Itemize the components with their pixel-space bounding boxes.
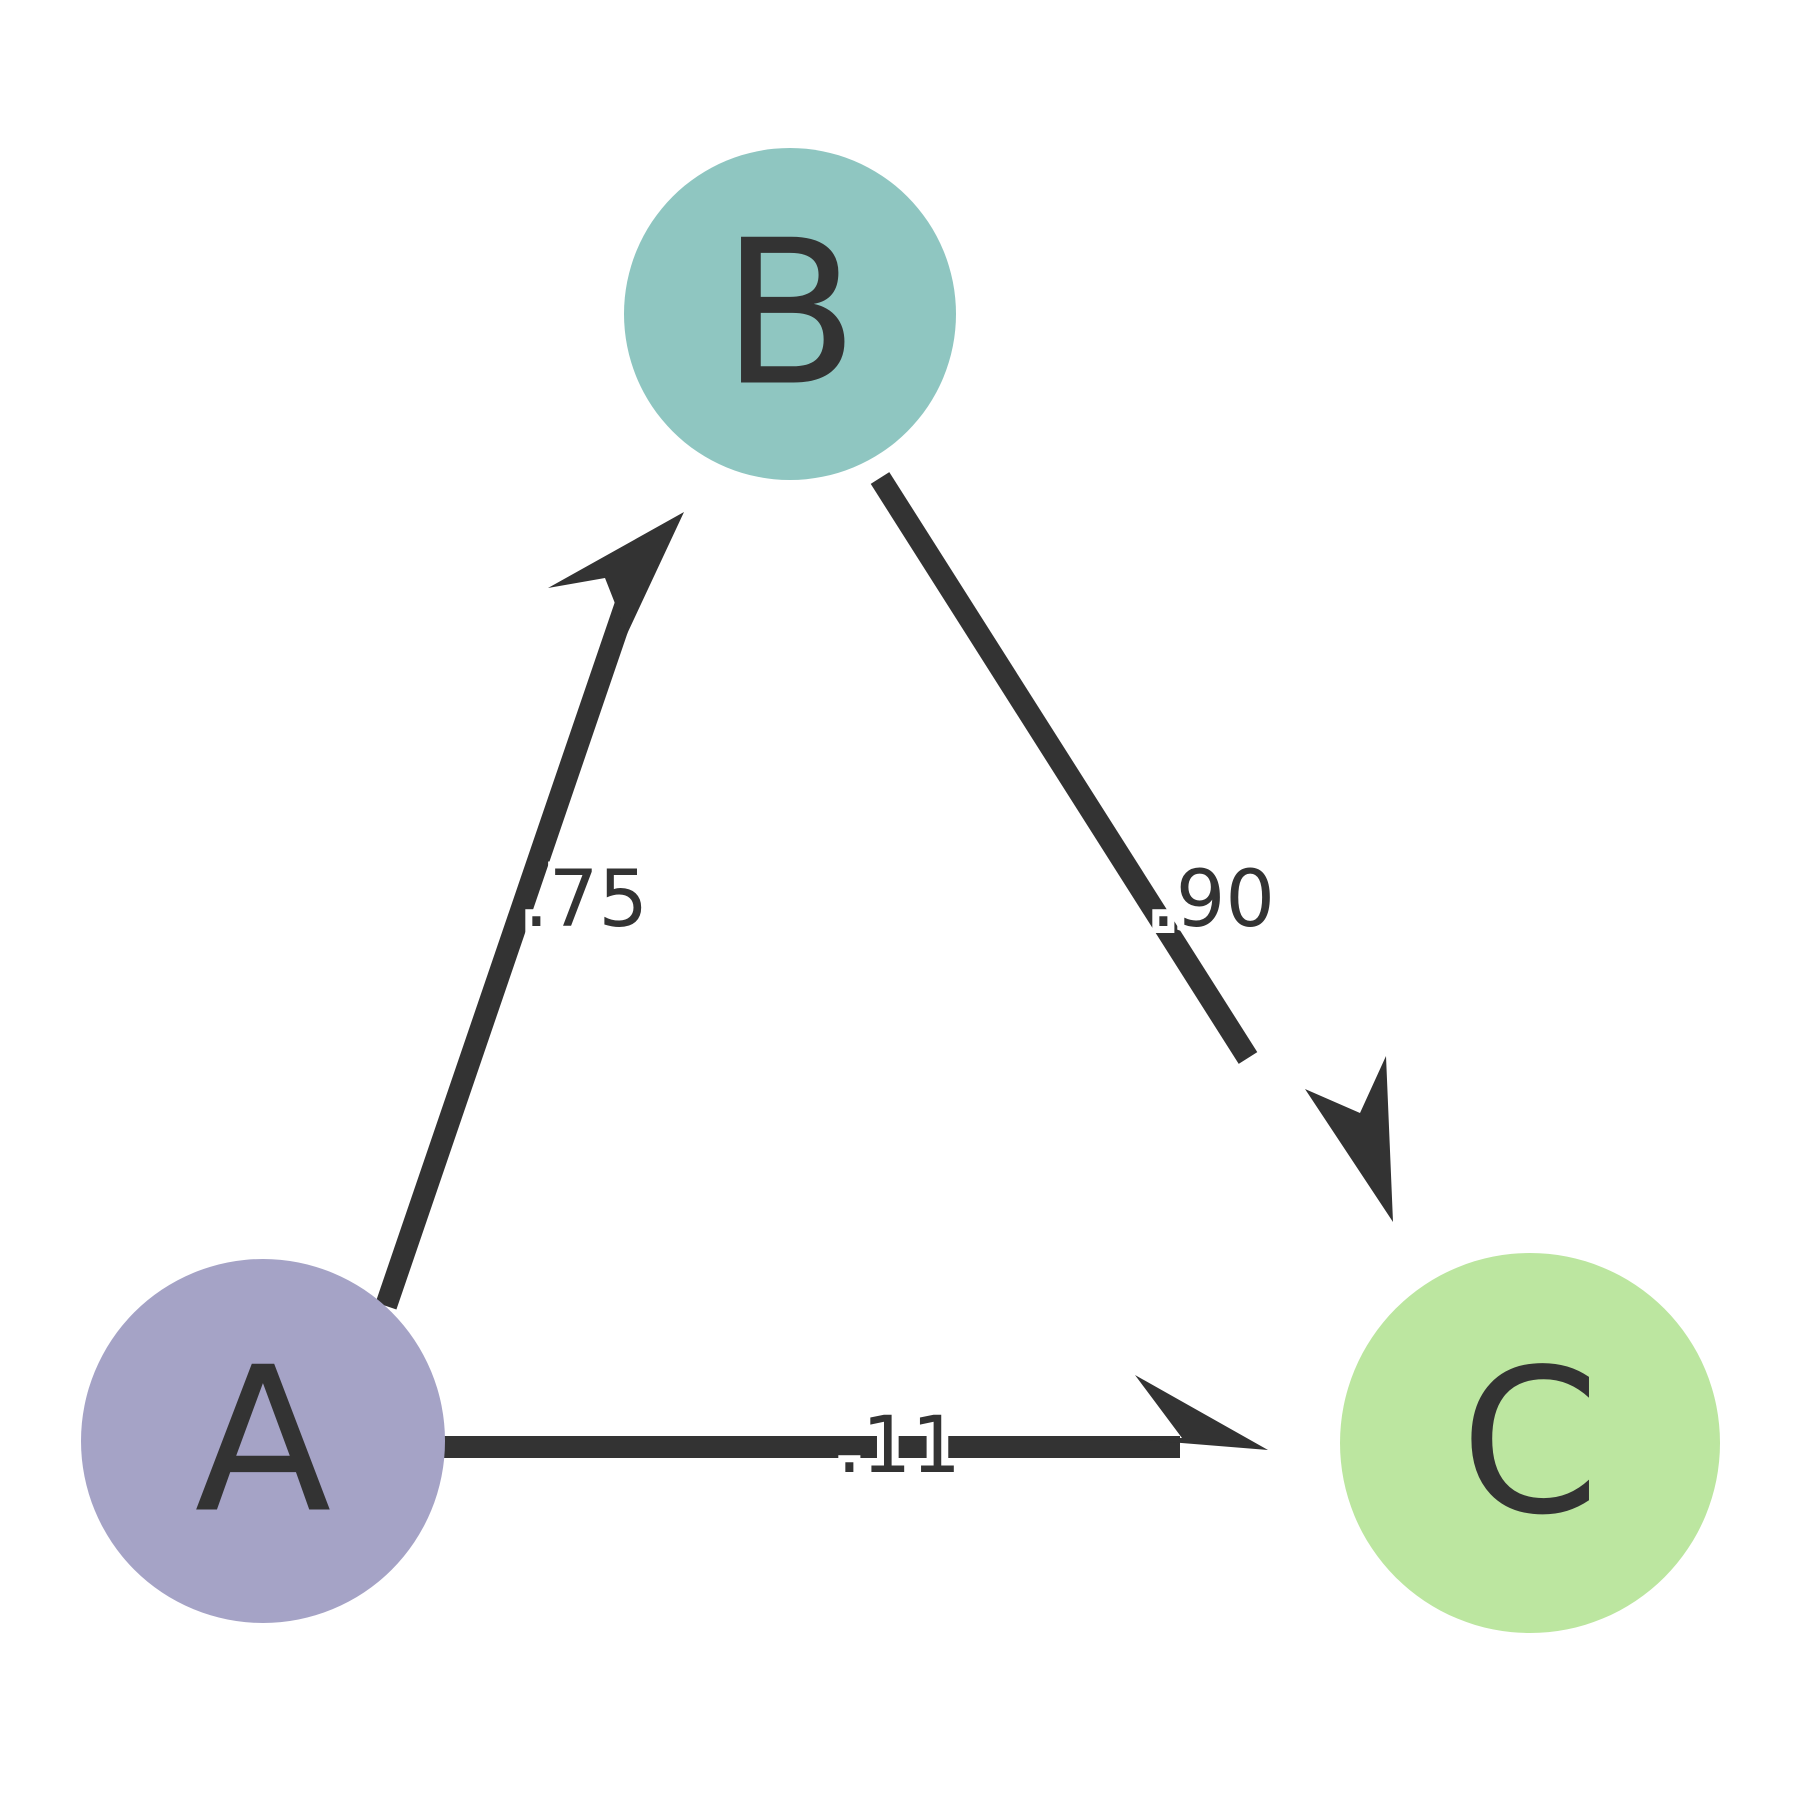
- node-b[interactable]: B: [624, 148, 956, 480]
- edge-label-a-to-c-text: .11: [837, 1401, 961, 1491]
- edge-a-to-b-line: [375, 576, 645, 1310]
- edge-label-b-to-c: .90: [1144, 848, 1282, 952]
- edge-b-to-c[interactable]: [870, 472, 1393, 1222]
- edge-a-to-c-arrowhead: [1120, 1375, 1268, 1450]
- edge-label-a-to-b-text: .75: [524, 855, 648, 945]
- node-a-circle: [81, 1259, 445, 1623]
- edge-a-to-c[interactable]: [436, 1375, 1268, 1458]
- edge-label-a-to-b: .75: [517, 848, 655, 952]
- node-b-circle: [624, 148, 956, 480]
- edge-b-to-c-line: [870, 472, 1258, 1064]
- node-b-label: B: [721, 198, 858, 431]
- node-c[interactable]: C: [1340, 1253, 1720, 1633]
- node-a-label: A: [195, 1325, 332, 1558]
- edge-label-a-to-c: .11: [830, 1394, 968, 1498]
- edge-a-to-b[interactable]: [375, 512, 684, 1310]
- node-a[interactable]: A: [81, 1259, 445, 1623]
- edge-label-b-to-c-text: .90: [1151, 855, 1275, 945]
- node-c-circle: [1340, 1253, 1720, 1633]
- edge-a-to-b-arrowhead: [548, 512, 684, 634]
- node-c-label: C: [1460, 1327, 1600, 1560]
- edge-b-to-c-arrowhead: [1305, 1056, 1393, 1222]
